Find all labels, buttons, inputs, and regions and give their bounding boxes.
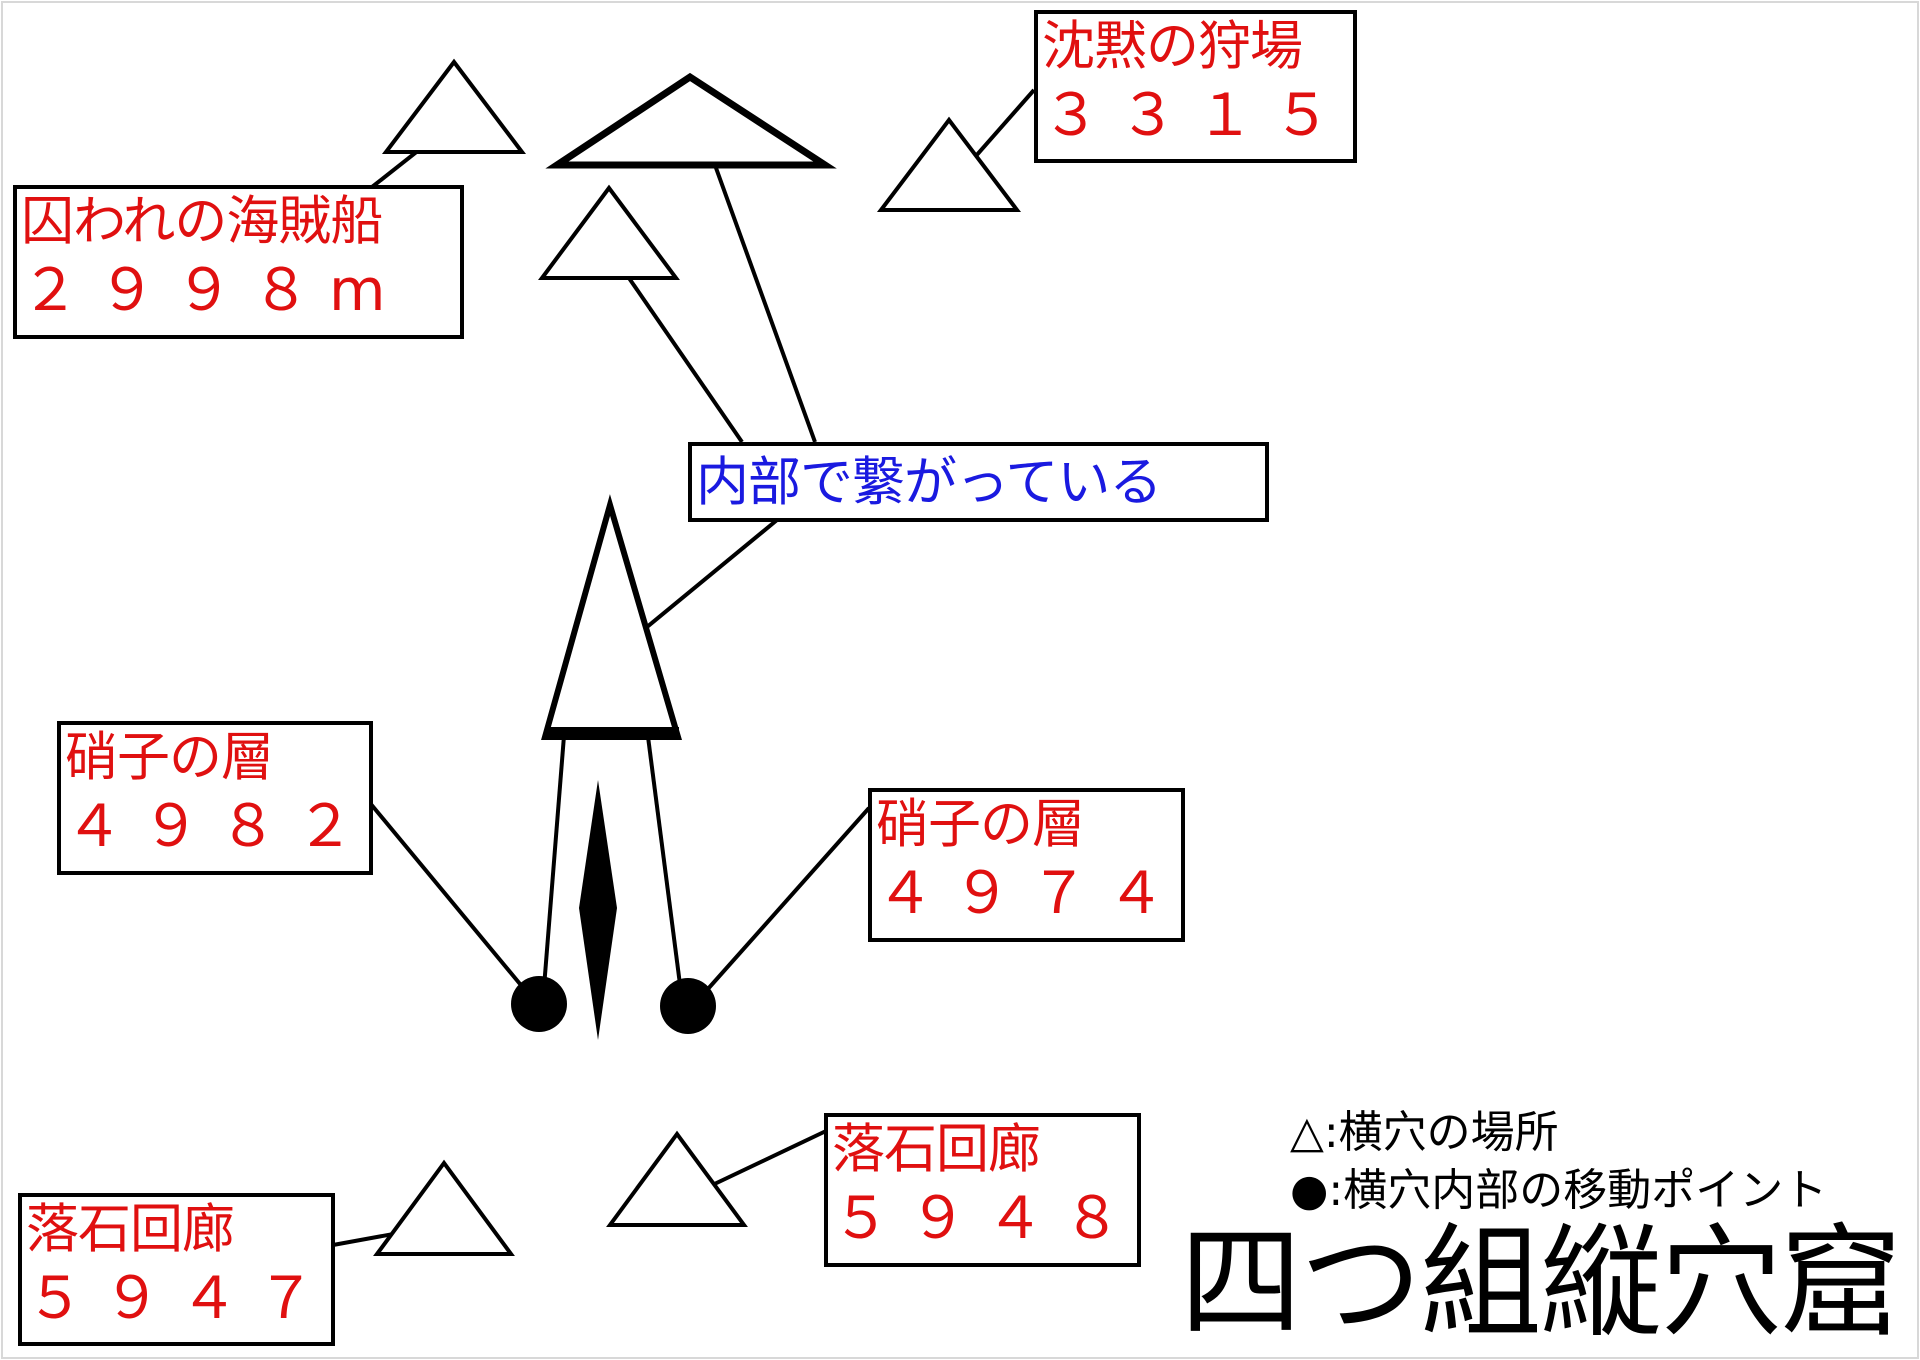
legend-dot: ●:横穴内部の移動ポイント (1290, 1164, 1827, 1218)
compass-needle-icon (579, 780, 617, 1040)
triangle-icon (381, 58, 527, 154)
label-depth: ５９４７m (26, 1264, 335, 1332)
legend-triangle: △:横穴の場所 (1290, 1106, 1559, 1160)
label-depth: ２９９８m (21, 256, 405, 324)
legend-dot-text: :横穴内部の移動ポイント (1328, 1165, 1828, 1216)
triangle-icon: △ (1290, 1107, 1324, 1158)
label-connected-note: 内部で繋がっている (688, 442, 1269, 522)
triangle-icon (876, 116, 1022, 212)
triangle-icon (545, 72, 837, 169)
label-silent-hunting: 沈黙の狩場 ３３１５m (1034, 10, 1357, 163)
label-name: 落石回廊 (26, 1199, 235, 1260)
label-depth: ５９４８m (832, 1184, 1141, 1252)
legend-triangle-text: :横穴の場所 (1323, 1107, 1559, 1158)
label-falling-rock-left: 落石回廊 ５９４７m (18, 1193, 335, 1346)
label-name: 落石回廊 (832, 1119, 1041, 1180)
passage-line-right (641, 697, 684, 1001)
leader-line-connected-2 (705, 142, 817, 443)
label-name: 囚われの海賊船 (21, 191, 383, 252)
dot-icon (660, 978, 716, 1034)
note-text: 内部で繋がっている (696, 452, 1162, 513)
label-falling-rock-right: 落石回廊 ５９４８m (824, 1113, 1141, 1267)
label-name: 硝子の層 (876, 794, 1085, 855)
triangle-icon (538, 184, 680, 280)
label-depth: ３３１５m (1042, 81, 1353, 149)
shaft-entrance-bar (547, 727, 679, 739)
triangle-icon (541, 494, 683, 740)
label-pirate-ship: 囚われの海賊船 ２９９８m (13, 185, 464, 339)
leader-line-connected-1 (618, 263, 744, 444)
label-glass-layer-left: 硝子の層 ４９８２m (57, 721, 373, 875)
label-depth: ４９８２m (65, 792, 373, 860)
label-name: 沈黙の狩場 (1042, 16, 1303, 77)
label-glass-layer-right: 硝子の層 ４９７４m (868, 788, 1185, 942)
leader-line-glass-left (368, 801, 527, 992)
leader-line-glass-right (705, 806, 871, 992)
passage-line-left (541, 697, 569, 1001)
dot-icon (511, 976, 567, 1032)
triangle-icon (606, 1130, 748, 1227)
triangle-icon (373, 1159, 515, 1256)
dot-icon: ● (1290, 1165, 1329, 1216)
label-name: 硝子の層 (65, 727, 274, 788)
label-depth: ４９７４m (876, 859, 1185, 927)
map-title: 四つ組縦穴窟 (1180, 1212, 1902, 1354)
